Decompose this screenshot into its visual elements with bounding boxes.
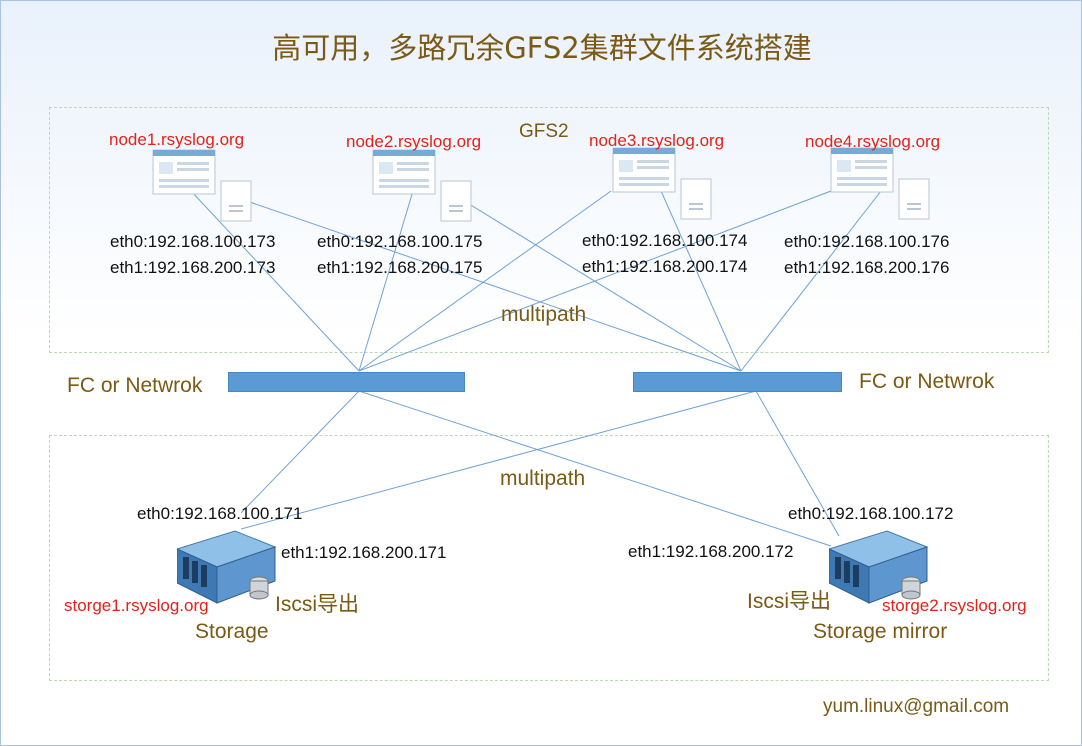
gfs2-label: GFS2 xyxy=(519,121,569,142)
multipath-label-top: multipath xyxy=(501,303,587,326)
storage1-eth1: eth1:192.168.200.171 xyxy=(281,543,447,562)
storage-zone xyxy=(49,435,1049,681)
node1-eth0: eth0:192.168.100.173 xyxy=(110,232,276,251)
link-node1-switch-left xyxy=(190,190,360,372)
link-node4-switch-left xyxy=(358,190,832,372)
link-switch-left-storage1 xyxy=(240,390,360,514)
link-node1-switch-right xyxy=(240,198,742,372)
gfs2-cluster-zone xyxy=(49,107,1049,353)
author-email: yum.linux@gmail.com xyxy=(823,696,1010,717)
multipath-label-bottom: multipath xyxy=(500,467,586,490)
node3-eth1: eth1:192.168.200.174 xyxy=(582,257,748,276)
link-node3-switch-left xyxy=(358,190,612,372)
node1-computer-icon xyxy=(141,149,253,228)
node2-eth0: eth0:192.168.100.175 xyxy=(317,232,483,251)
switch-left-label: FC or Netwrok xyxy=(67,374,203,397)
node1-eth1: eth1:192.168.200.173 xyxy=(110,258,276,277)
node2-hostname: node2.rsyslog.org xyxy=(346,132,482,151)
link-node2-switch-right xyxy=(460,198,742,372)
node2-eth1: eth1:192.168.200.175 xyxy=(317,258,483,277)
storage2-role: Storage mirror xyxy=(813,620,948,643)
storage2-export-label: Iscsi导出 xyxy=(747,590,831,613)
storage2-eth0: eth0:192.168.100.172 xyxy=(788,504,954,523)
storage2-server-icon xyxy=(827,521,929,612)
link-node4-switch-right xyxy=(740,190,882,372)
link-switch-right-storage2 xyxy=(755,390,840,537)
switch-right-label: FC or Netwrok xyxy=(859,370,995,393)
link-switch-right-storage1 xyxy=(240,390,757,530)
node3-computer-icon xyxy=(601,147,713,226)
link-switch-left-storage2 xyxy=(358,390,832,547)
node3-hostname: node3.rsyslog.org xyxy=(589,131,725,150)
storage2-hostname: storge2.rsyslog.org xyxy=(882,596,1027,615)
storage1-hostname: storge1.rsyslog.org xyxy=(64,596,209,615)
switch-left xyxy=(228,372,465,392)
storage1-eth0: eth0:192.168.100.171 xyxy=(137,504,303,523)
storage1-server-icon xyxy=(175,521,277,612)
storage1-export-label: Iscsi导出 xyxy=(275,593,359,616)
node4-eth0: eth0:192.168.100.176 xyxy=(784,232,950,251)
node1-hostname: node1.rsyslog.org xyxy=(109,130,245,149)
link-node3-switch-right xyxy=(660,190,742,372)
storage2-eth1: eth1:192.168.200.172 xyxy=(628,542,794,561)
node4-eth1: eth1:192.168.200.176 xyxy=(784,258,950,277)
link-node2-switch-left xyxy=(358,190,414,372)
node4-hostname: node4.rsyslog.org xyxy=(805,132,941,151)
switch-right xyxy=(633,372,842,392)
node3-eth0: eth0:192.168.100.174 xyxy=(582,231,748,250)
node2-computer-icon xyxy=(361,149,473,228)
page-title: 高可用，多路冗余GFS2集群文件系统搭建 xyxy=(272,31,812,65)
storage1-role: Storage xyxy=(195,620,269,643)
node4-computer-icon xyxy=(819,147,931,226)
